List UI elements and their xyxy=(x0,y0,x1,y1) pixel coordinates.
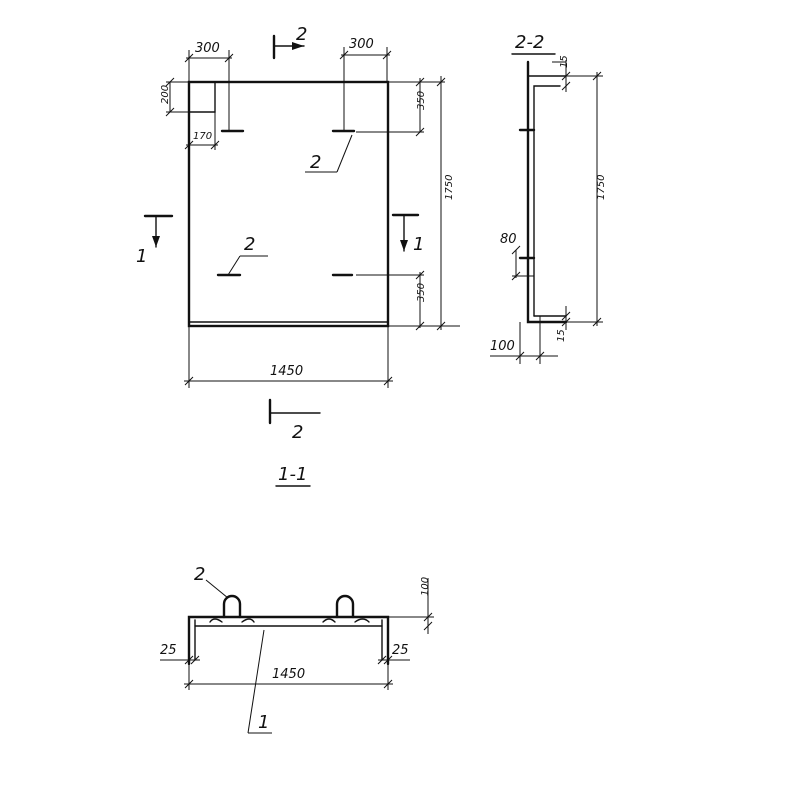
section-1-left-label: 1 xyxy=(136,246,147,267)
dim-text-300-left: 300 xyxy=(195,41,220,56)
section-2-top-label: 2 xyxy=(296,24,307,45)
section-1-right-label: 1 xyxy=(413,234,424,255)
dim-text-80: 80 xyxy=(500,232,517,247)
callout-line-upper xyxy=(336,134,353,173)
dim-text-1450-plan: 1450 xyxy=(270,364,303,379)
dim-text-1750-section: 1750 xyxy=(596,175,607,200)
dim-text-25-left: 25 xyxy=(160,643,177,658)
dim-text-300-right: 300 xyxy=(349,37,374,52)
section-2-bottom-label: 2 xyxy=(292,422,303,443)
loop-right xyxy=(335,594,355,619)
callout-line-lower xyxy=(227,255,241,276)
section-1-1-title: 1-1 xyxy=(278,464,307,485)
corner-notch xyxy=(188,81,216,113)
dim-text-1750-plan: 1750 xyxy=(444,175,455,200)
dim-text-350-bottom: 350 xyxy=(416,283,427,302)
section-2-2-view: 2-2 15 1750 80 100 xyxy=(490,32,607,364)
dim-text-15-bottom: 15 xyxy=(556,329,567,342)
dim-text-170: 170 xyxy=(193,131,212,142)
section-1-1-view: 2 100 25 25 1450 1 xyxy=(160,564,434,734)
callout-2-section: 2 xyxy=(194,564,205,585)
dim-text-1450-section: 1450 xyxy=(272,667,305,682)
callout-1-section: 1 xyxy=(258,712,269,733)
dim-text-15-top: 15 xyxy=(559,55,570,68)
dim-text-25-right: 25 xyxy=(392,643,409,658)
section-2-2-title: 2-2 xyxy=(515,32,544,53)
loop-left xyxy=(222,594,242,619)
callout-2-lower: 2 xyxy=(244,234,255,255)
dim-text-350-top: 350 xyxy=(416,91,427,110)
profile-inner xyxy=(533,85,561,317)
dim-text-100-section: 100 xyxy=(490,339,515,354)
dim-text-200: 200 xyxy=(160,85,171,104)
callout-2-upper: 2 xyxy=(310,152,321,173)
profile-outer xyxy=(526,60,568,324)
section-1-1-outline xyxy=(187,615,390,666)
dim-text-100-1-1: 100 xyxy=(420,577,431,596)
slab-outline xyxy=(187,80,390,328)
plan-view: 300 300 2 200 170 2 xyxy=(136,24,460,487)
